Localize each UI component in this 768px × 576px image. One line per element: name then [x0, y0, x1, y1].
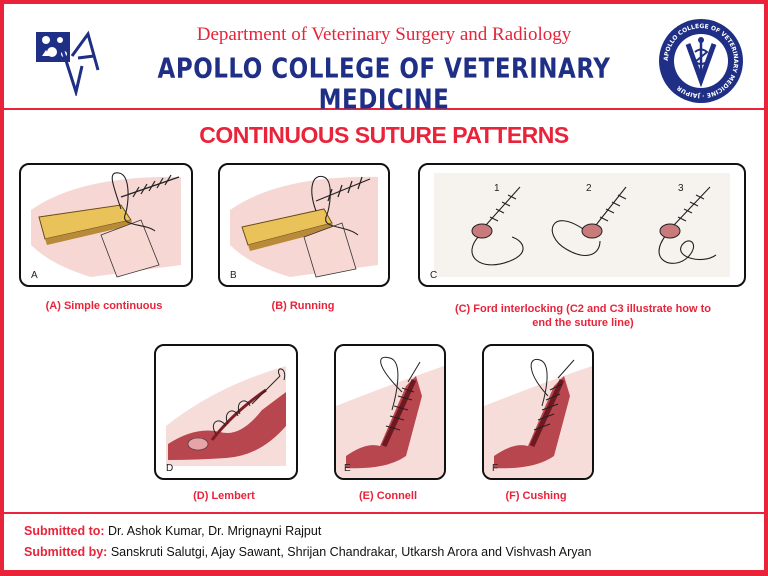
- college-seal: APOLLO COLLEGE OF VETERINARY MEDICINE · …: [658, 18, 744, 104]
- submitted-by-row: Submitted by: Sanskruti Salutgi, Ajay Sa…: [24, 545, 591, 559]
- college-name: APOLLO COLLEGE OF VETERINARY MEDICINE: [157, 54, 611, 116]
- illustration-a: [31, 172, 181, 278]
- panel-letter: C: [430, 270, 438, 281]
- step-number-1: 1: [494, 183, 500, 194]
- panel-c-ford-interlocking: 1 2 3 C: [418, 163, 746, 287]
- caption-c: (C) Ford interlocking (C2 and C3 illustr…: [418, 302, 748, 330]
- submitted-to-row: Submitted to: Dr. Ashok Kumar, Dr. Mrign…: [24, 524, 321, 538]
- header: Department of Veterinary Surgery and Rad…: [4, 4, 764, 115]
- illustration-c: [434, 173, 730, 277]
- panel-d-lembert: D: [154, 344, 298, 480]
- panel-letter: A: [31, 270, 38, 281]
- panel-letter: B: [230, 270, 237, 281]
- panel-f-cushing: F: [482, 344, 594, 480]
- illustration-d: [166, 366, 286, 466]
- caption-d: (D) Lembert: [193, 490, 255, 502]
- caption-c-line-1: (C) Ford interlocking (C2 and C3 illustr…: [454, 303, 712, 315]
- panel-letter: F: [492, 463, 499, 474]
- panel-a-simple-continuous: A: [19, 163, 193, 287]
- panel-letter: D: [166, 463, 174, 474]
- caption-f: (F) Cushing: [505, 490, 567, 502]
- department-name: Department of Veterinary Surgery and Rad…: [196, 24, 572, 45]
- panel-b-running: B: [218, 163, 390, 287]
- footer-divider: [4, 512, 764, 514]
- panel-letter: E: [344, 463, 351, 474]
- submitted-to-names: Dr. Ashok Kumar, Dr. Mrignayni Rajput: [104, 524, 322, 538]
- caption-a: (A) Simple continuous: [45, 300, 163, 312]
- caption-e: (E) Connell: [358, 490, 418, 502]
- submitted-to-label: Submitted to:: [24, 524, 105, 538]
- illustration-f: [484, 358, 592, 478]
- panel-e-connell: E: [334, 344, 446, 480]
- caption-c-line-2: end the suture line): [532, 317, 634, 329]
- illustration-e: [336, 356, 444, 478]
- submitted-by-label: Submitted by:: [24, 545, 108, 559]
- college-logo: [32, 26, 102, 98]
- poster: Department of Veterinary Surgery and Rad…: [4, 4, 764, 570]
- illustration-b: [230, 175, 378, 278]
- caption-b: (B) Running: [271, 300, 335, 312]
- submitted-by-names: Sanskruti Salutgi, Ajay Sawant, Shrijan …: [107, 545, 592, 559]
- step-number-3: 3: [678, 183, 684, 194]
- page-title: CONTINUOUS SUTURE PATTERNS: [199, 122, 569, 148]
- step-number-2: 2: [586, 183, 592, 194]
